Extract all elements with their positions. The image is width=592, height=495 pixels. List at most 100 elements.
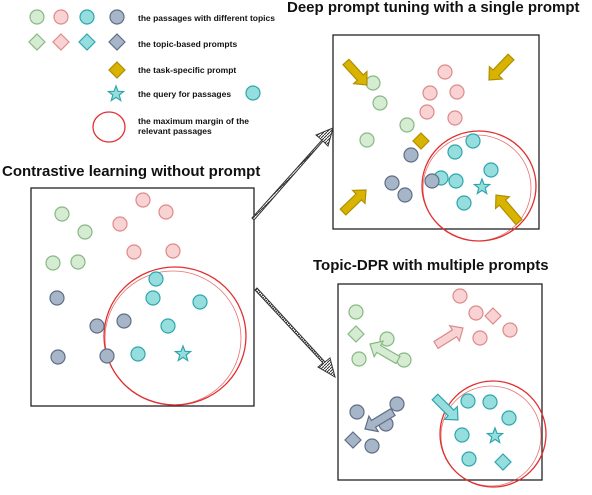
legend-prompt-diamond <box>108 33 126 51</box>
left-passage-dot <box>116 313 132 329</box>
deep-passage-dot <box>422 85 438 101</box>
topic-prompt-diamond <box>347 325 365 343</box>
left-passage-dot <box>77 224 93 240</box>
bottom-right-frame <box>337 283 543 481</box>
topic-passage-dot <box>502 322 518 338</box>
deep-passage-dot <box>465 133 481 149</box>
deep-passage-dot <box>447 110 463 126</box>
left-passage-dot <box>49 290 65 306</box>
deep-passage-dot <box>365 75 381 91</box>
legend-margin-line1: the maximum margin of the <box>138 116 249 126</box>
legend-passage-dot <box>109 9 125 25</box>
left-passage-dot <box>45 255 61 271</box>
topic-passage-dot <box>501 410 517 426</box>
left-passage-dot <box>148 271 164 287</box>
margin-circle-bottom-right <box>439 380 547 488</box>
topic-passage-dot <box>379 331 395 347</box>
topic-passage-dot <box>351 351 367 367</box>
left-passage-dot <box>135 192 151 208</box>
margin-circle-bottom-right-2 <box>440 385 542 487</box>
deep-passage-dot <box>424 173 440 189</box>
legend-red-circle-icon <box>92 111 126 143</box>
left-passage-dot <box>112 216 128 232</box>
left-passage-dot <box>99 348 115 364</box>
legend-query-star <box>106 84 126 102</box>
topic-passage-dot <box>472 330 488 346</box>
deep-passage-dot <box>449 84 465 100</box>
left-query-star <box>173 344 193 362</box>
legend-prompt-diamond <box>78 33 96 51</box>
deep-passage-dot <box>359 132 375 148</box>
left-title: Contrastive learning without prompt <box>2 163 261 180</box>
topic-prompt-arrow <box>431 393 459 421</box>
task-prompt-diamond <box>412 132 430 150</box>
deep-query-star <box>472 177 492 195</box>
left-passage-dot <box>70 254 86 270</box>
legend-margin-line2: relevant passages <box>138 126 212 136</box>
deep-passage-dot <box>372 95 388 111</box>
deep-passage-dot <box>456 195 472 211</box>
topic-passage-dot <box>468 305 484 321</box>
topic-passage-dot <box>348 304 364 320</box>
topic-passage-dot <box>389 396 405 412</box>
topic-passage-dot <box>396 352 412 368</box>
left-passage-dot <box>160 318 176 334</box>
legend-query-dot <box>245 85 261 101</box>
legend-passage-dot <box>53 9 69 25</box>
left-passage-dot <box>165 243 181 259</box>
legend-passages-label: the passages with different topics <box>138 13 275 23</box>
task-prompt-arrow <box>342 58 368 86</box>
left-frame <box>30 187 255 407</box>
arrow-to-deep-prompt <box>251 127 334 221</box>
deep-passage-dot <box>447 144 463 160</box>
deep-passage-dot <box>403 147 419 163</box>
task-prompt-arrow <box>339 189 367 216</box>
deep-passage-dot <box>399 117 415 133</box>
legend-task-prompt-label: the task-specific prompt <box>138 65 237 75</box>
topic-prompt-diamond <box>484 307 502 325</box>
deep-passage-dot <box>397 187 413 203</box>
topic-passage-dot <box>461 451 477 467</box>
top-right-frame <box>332 34 540 230</box>
topic-passage-dot <box>454 427 470 443</box>
legend-passage-dot <box>29 9 45 25</box>
topic-passage-dot <box>349 404 365 420</box>
top-right-title: Deep prompt tuning with a single prompt <box>287 0 580 16</box>
topic-prompt-arrow <box>364 407 396 433</box>
task-prompt-arrow <box>488 53 515 81</box>
legend-margin-label: the maximum margin of the relevant passa… <box>138 116 249 136</box>
legend-topic-prompts-label: the topic-based prompts <box>138 39 238 49</box>
topic-passage-dot <box>452 288 468 304</box>
left-passage-dot <box>54 206 70 222</box>
topic-prompt-diamond <box>494 453 512 471</box>
legend-prompt-diamond <box>52 33 70 51</box>
margin-circle-left <box>103 266 247 406</box>
left-passage-dot <box>50 349 66 365</box>
topic-prompt-diamond <box>344 431 362 449</box>
margin-circle-left-2 <box>104 270 242 406</box>
deep-passage-dot <box>384 175 400 191</box>
deep-passage-dot <box>437 64 453 80</box>
left-passage-dot <box>130 346 146 362</box>
left-passage-dot <box>158 204 174 220</box>
topic-passage-dot <box>460 393 476 409</box>
topic-passage-dot <box>364 438 380 454</box>
legend-task-prompt-diamond <box>108 61 126 79</box>
legend-prompt-diamond <box>28 33 46 51</box>
deep-passage-dot <box>483 162 499 178</box>
deep-passage-dot <box>419 104 435 120</box>
left-passage-dot <box>126 244 142 260</box>
legend-passage-dot <box>79 9 95 25</box>
left-passage-dot <box>192 294 208 310</box>
deep-passage-dot <box>448 173 464 189</box>
topic-passage-dot <box>482 394 498 410</box>
topic-query-star <box>485 426 505 444</box>
legend-query-label: the query for passages <box>138 89 232 99</box>
task-prompt-arrow <box>494 194 523 226</box>
left-passage-dot <box>145 290 161 306</box>
left-passage-dot <box>89 318 105 334</box>
arrow-to-topic-dpr <box>254 287 336 379</box>
topic-prompt-arrow <box>433 324 464 350</box>
